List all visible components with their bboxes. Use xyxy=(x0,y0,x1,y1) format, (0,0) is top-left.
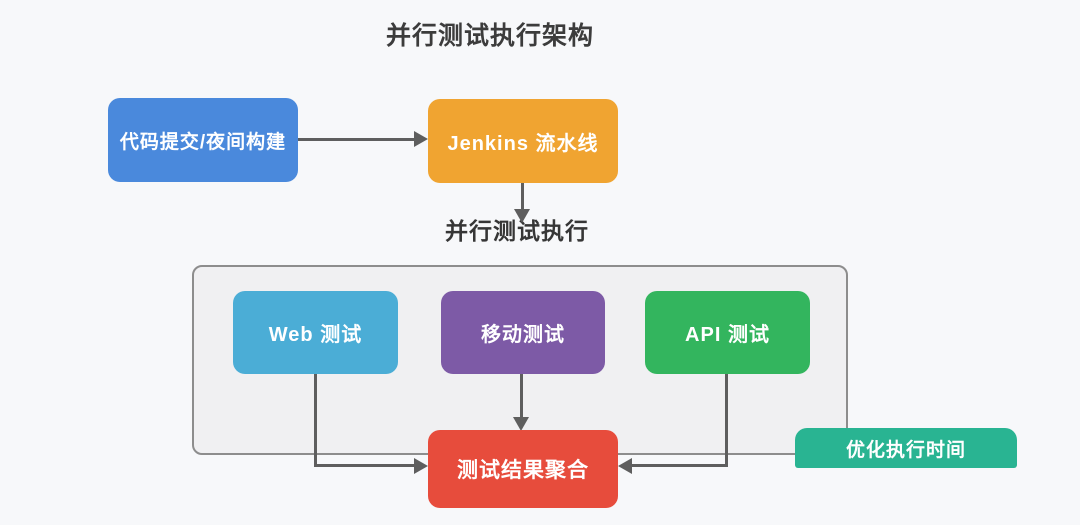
arrowhead-down-icon xyxy=(514,209,530,223)
arrowhead-right-icon xyxy=(414,458,428,474)
diagram-title: 并行测试执行架构 xyxy=(385,22,595,50)
node-web-test: Web 测试 xyxy=(233,291,398,374)
arrowhead-right-icon xyxy=(414,131,428,147)
edge-line xyxy=(725,374,728,467)
node-mobile-test: 移动测试 xyxy=(441,291,605,374)
node-api-test: API 测试 xyxy=(645,291,810,374)
edge-line xyxy=(314,464,414,467)
edge-line xyxy=(520,374,523,418)
node-result-aggregation: 测试结果聚合 xyxy=(428,430,618,508)
node-optimize-time: 优化执行时间 xyxy=(795,428,1017,468)
edge-line xyxy=(298,138,414,141)
node-code-commit: 代码提交/夜间构建 xyxy=(108,98,298,182)
node-jenkins-pipeline-label: Jenkins 流水线 xyxy=(447,132,599,155)
edge-line xyxy=(314,374,317,467)
node-result-aggregation-label: 测试结果聚合 xyxy=(457,459,589,482)
arrowhead-down-icon xyxy=(513,417,529,431)
node-code-commit-label: 代码提交/夜间构建 xyxy=(119,131,287,153)
node-jenkins-pipeline: Jenkins 流水线 xyxy=(428,99,618,183)
arrowhead-left-icon xyxy=(618,458,632,474)
node-web-test-label: Web 测试 xyxy=(268,324,363,346)
edge-line xyxy=(521,183,524,210)
node-mobile-test-label: 移动测试 xyxy=(481,324,565,346)
node-api-test-label: API 测试 xyxy=(685,324,770,346)
edge-line xyxy=(632,464,728,467)
node-optimize-time-label: 优化执行时间 xyxy=(845,439,966,461)
